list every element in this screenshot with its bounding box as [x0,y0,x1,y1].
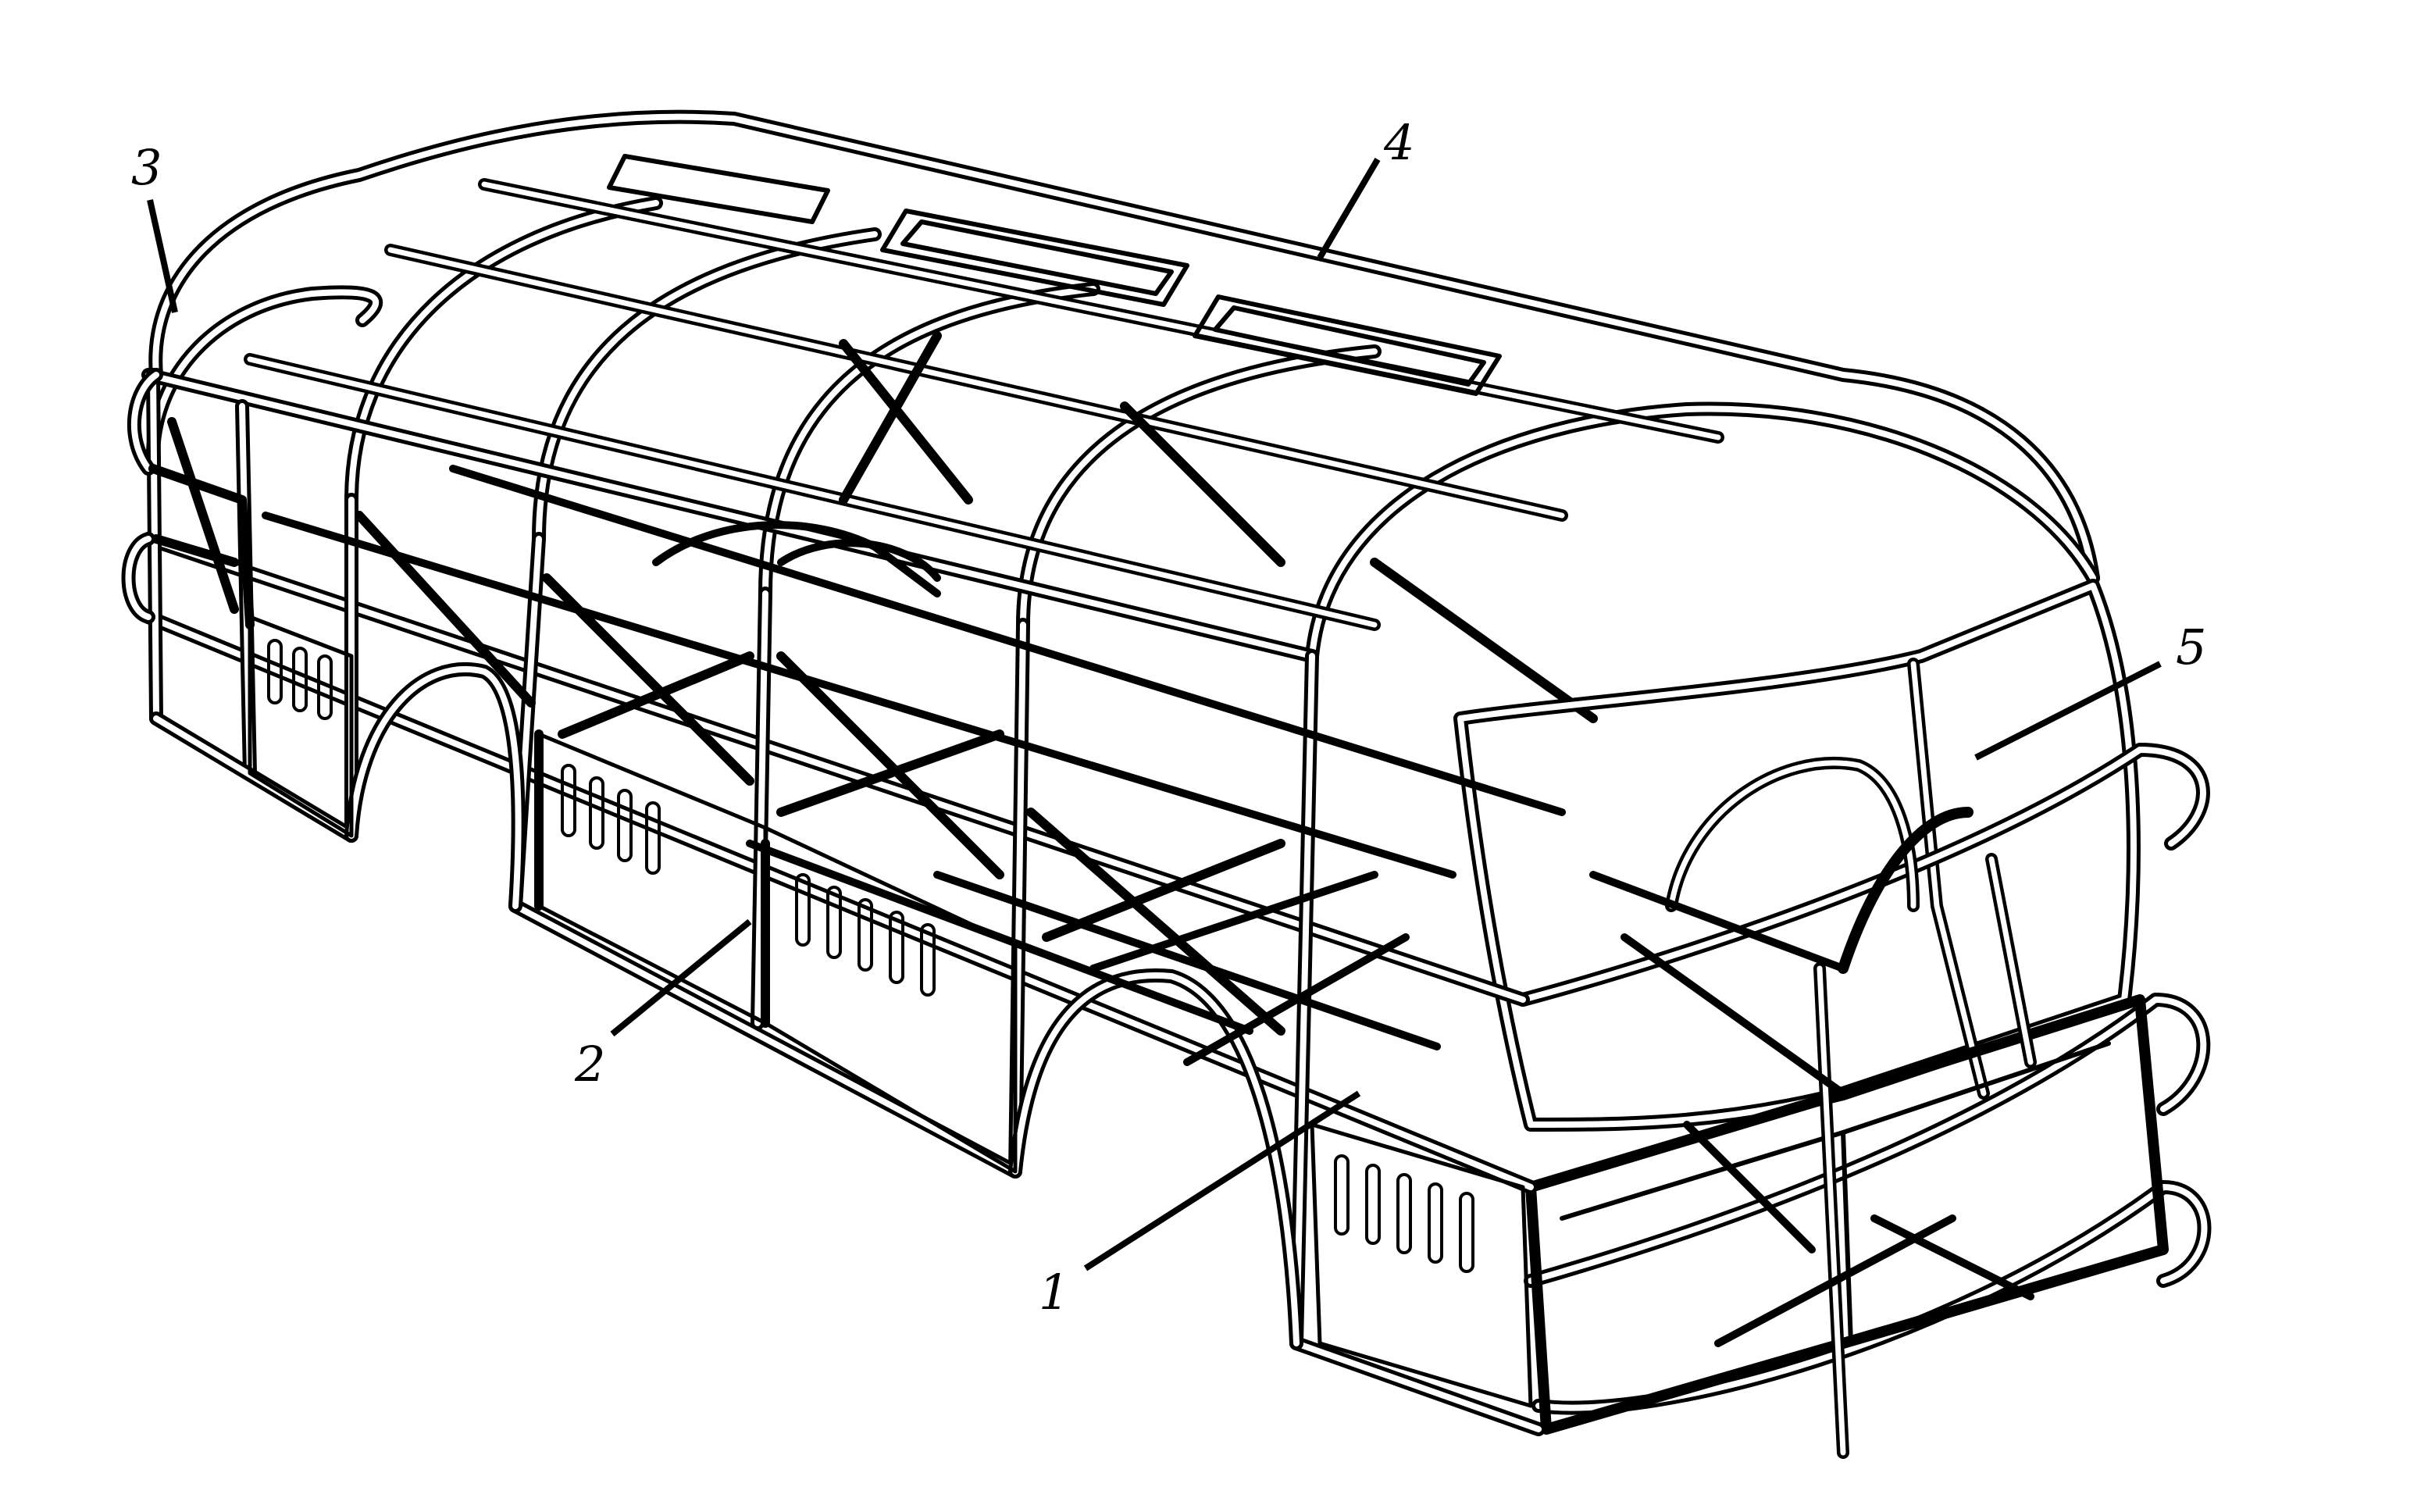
leader-5 [1974,661,2162,761]
roof-outer-rail [148,109,2100,585]
leader-4 [1317,157,1381,260]
skirt-panels [248,615,1533,1408]
front-roof-dome [1305,401,2100,663]
side-bracing [167,417,1285,1036]
leader-2 [610,918,752,1037]
callout-label-1: 1 [1039,1264,1069,1321]
roof-outer-rail-inner [152,113,2096,581]
front-end-frame [1453,579,2212,1459]
callout-label-3: 3 [131,139,162,196]
front-bumper-upper [1516,743,2210,1007]
interior-floor-frame [262,465,2034,1347]
roof-bracing [839,331,1598,723]
interior-wheel-housing [1838,807,1974,974]
leader-3 [147,199,178,313]
front-bumper-lower [1524,993,2211,1288]
roof-hatches [607,154,1502,396]
callout-labels: 1 2 3 4 5 [131,114,2206,1321]
windshield-post [1907,658,1990,1100]
callout-label-4: 4 [1383,114,1414,171]
skirt-slots [267,639,1474,1273]
callout-leaders [147,157,2162,1271]
leader-1 [1083,1090,1361,1271]
callout-label-2: 2 [574,1036,605,1093]
rear-end-frame [121,368,255,629]
bus-body-frame [121,109,2212,1459]
roof-structure [145,109,2100,723]
roof-stringers [244,178,1724,631]
side-wall-frame [141,368,1546,1436]
callout-label-5: 5 [2176,619,2206,676]
